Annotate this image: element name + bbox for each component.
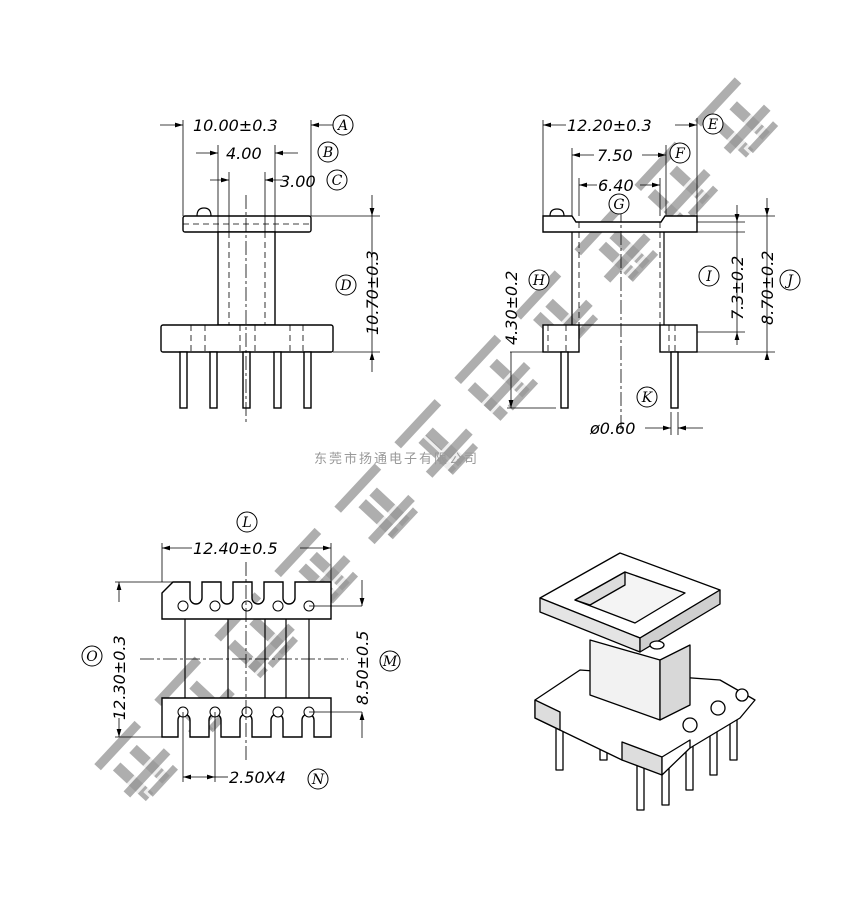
dim-i: 7.3±0.2 [728, 256, 747, 320]
isometric-view [534, 552, 756, 811]
dim-m: 8.50±0.5 [353, 631, 372, 705]
svg-text:N: N [311, 772, 325, 788]
bottom-view: 12.40±0.5 12.30±0.3 8.50±0.5 2.50X4 L M … [81, 511, 401, 790]
dim-o: 12.30±0.3 [110, 635, 129, 720]
svg-text:M: M [382, 654, 398, 670]
svg-text:F: F [674, 146, 686, 162]
watermark-glyph [330, 459, 423, 549]
dim-j: 8.70±0.2 [758, 251, 777, 325]
svg-text:L: L [241, 515, 251, 531]
dim-f: 7.50 [597, 146, 633, 165]
label-k: K [636, 386, 658, 408]
label-h: H [528, 269, 550, 291]
side-view: 12.20±0.3 7.50 6.40 7.3±0.2 8.70±0.2 4.3… [502, 113, 801, 438]
label-f: F [669, 142, 691, 164]
dim-e: 12.20±0.3 [567, 116, 652, 135]
svg-text:G: G [613, 197, 624, 213]
svg-text:J: J [784, 273, 794, 289]
dim-n: 2.50X4 [229, 768, 286, 787]
label-n: N [307, 768, 329, 790]
svg-text:E: E [707, 117, 718, 133]
svg-text:A: A [336, 118, 348, 134]
dim-b: 4.00 [226, 144, 262, 163]
svg-text:B: B [322, 145, 333, 161]
label-a: A [332, 114, 354, 136]
svg-text:C: C [332, 173, 343, 189]
svg-text:D: D [339, 278, 351, 294]
watermark-glyph [90, 716, 183, 806]
watermark-glyph [390, 394, 483, 482]
company-caption: 东莞市扬通电子有限公司 [314, 451, 479, 467]
label-b: B [317, 141, 339, 163]
label-c: C [326, 169, 348, 191]
dim-g: 6.40 [598, 176, 634, 195]
label-g: G [608, 193, 630, 215]
dim-l: 12.40±0.5 [193, 539, 278, 558]
dim-c: 3.00 [280, 172, 316, 191]
svg-text:I: I [705, 269, 712, 285]
watermark-glyph [450, 330, 543, 426]
svg-text:H: H [532, 273, 546, 289]
dim-k: ø0.60 [589, 419, 635, 438]
front-view: 10.00±0.3 4.00 3.00 10.70±0.3 A B C D [160, 114, 382, 425]
label-j: J [779, 269, 801, 291]
watermark-glyph [570, 201, 663, 287]
dim-d: 10.70±0.3 [363, 250, 382, 335]
label-d: D [335, 274, 357, 296]
label-i: I [698, 265, 720, 287]
svg-text:K: K [641, 390, 654, 406]
dim-h: 4.30±0.2 [502, 271, 521, 345]
dim-a: 10.00±0.3 [193, 116, 278, 135]
label-m: M [379, 650, 401, 672]
label-l: L [236, 511, 258, 533]
label-e: E [702, 113, 724, 135]
svg-text:O: O [86, 649, 98, 665]
label-o: O [81, 645, 103, 667]
